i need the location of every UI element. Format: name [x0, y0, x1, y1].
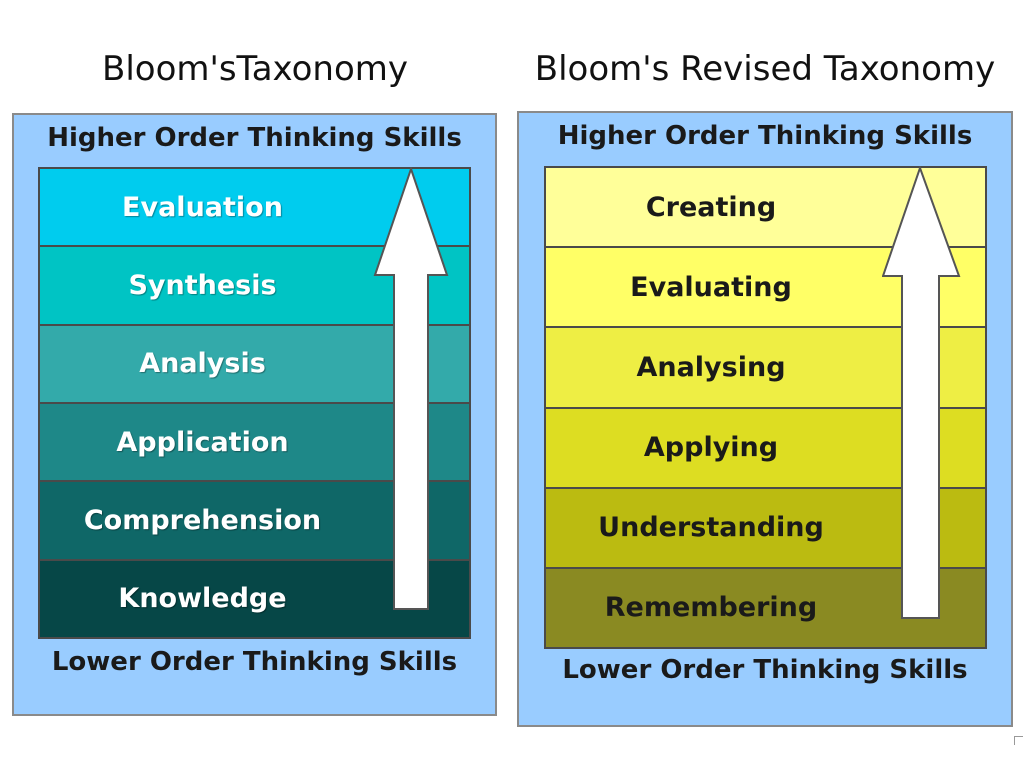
level-synthesis: Synthesis [40, 247, 469, 326]
left-higher-order-label: Higher Order Thinking Skills [47, 123, 462, 153]
right-lower-order-label: Lower Order Thinking Skills [562, 655, 968, 685]
level-label: Synthesis [128, 269, 277, 301]
level-label: Creating [645, 191, 777, 223]
level-label: Analysing [636, 351, 786, 383]
blooms-revised-taxonomy-panel: Higher Order Thinking Skills Creating Ev… [517, 111, 1013, 727]
right-higher-order-label: Higher Order Thinking Skills [557, 121, 973, 151]
blooms-taxonomy-levels: Evaluation Synthesis Analysis Applicatio… [38, 167, 471, 639]
level-knowledge: Knowledge [40, 560, 469, 637]
level-label: Remembering [604, 592, 818, 624]
blooms-taxonomy-panel: Higher Order Thinking Skills Evaluation … [12, 113, 497, 716]
level-label: Understanding [598, 512, 824, 544]
level-label: Applying [643, 432, 779, 464]
level-analysing: Analysing [546, 328, 985, 409]
left-diagram-title: Bloom'sTaxonomy [102, 49, 408, 89]
level-understanding: Understanding [546, 488, 985, 569]
level-remembering: Remembering [546, 568, 985, 648]
level-label: Knowledge [118, 583, 287, 615]
level-label: Application [116, 426, 289, 458]
left-lower-order-label: Lower Order Thinking Skills [51, 647, 458, 677]
level-label: Comprehension [83, 504, 322, 536]
level-label: Evaluation [122, 191, 283, 223]
level-label: Evaluating [630, 271, 792, 303]
level-creating: Creating [546, 168, 985, 249]
level-evaluation: Evaluation [40, 169, 469, 248]
blooms-revised-taxonomy-levels: Creating Evaluating Analysing Applying U… [544, 166, 987, 649]
corner-mark [1014, 736, 1023, 745]
level-application: Application [40, 403, 469, 483]
level-label: Analysis [139, 348, 266, 380]
level-analysis: Analysis [40, 325, 469, 404]
level-comprehension: Comprehension [40, 482, 469, 561]
level-evaluating: Evaluating [546, 248, 985, 329]
level-applying: Applying [546, 408, 985, 489]
right-diagram-title: Bloom's Revised Taxonomy [534, 49, 996, 89]
